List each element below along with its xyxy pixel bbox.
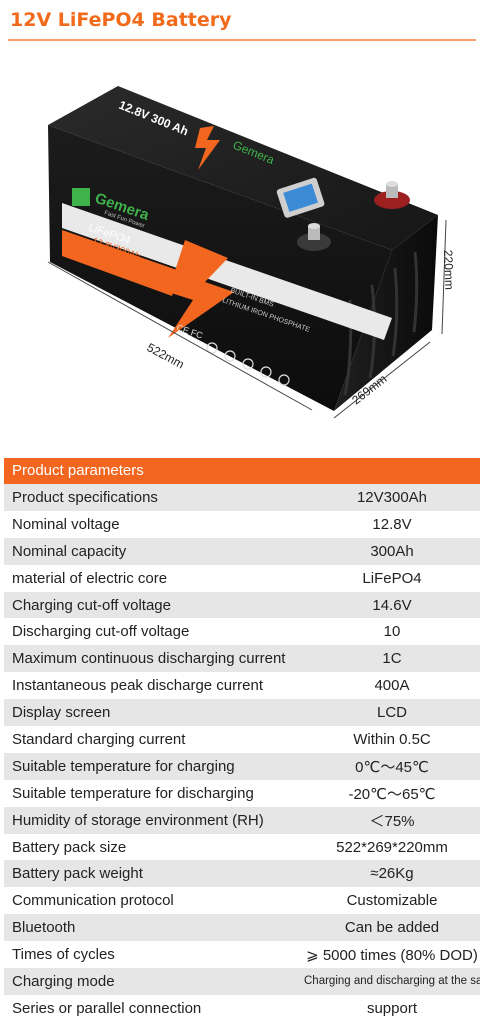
param-label: Series or parallel connection — [12, 999, 202, 1017]
param-value: 300Ah — [370, 542, 414, 560]
dimension-height: 220mm — [441, 250, 456, 290]
battery-side-face — [334, 215, 438, 411]
table-row: Series or parallel connection support — [4, 994, 480, 1022]
param-label: Display screen — [12, 704, 111, 722]
lcd-display — [276, 177, 325, 218]
param-label: Bluetooth — [12, 919, 76, 937]
param-label: Nominal voltage — [12, 515, 120, 533]
param-label: Charging cut-off voltage — [12, 596, 171, 614]
page-title: 12V LiFePO4 Battery — [10, 9, 232, 31]
title-divider — [8, 39, 476, 41]
param-value: 1C — [382, 650, 402, 668]
table-row: Display screen LCD — [4, 699, 480, 727]
brand-logo-icon — [72, 188, 90, 206]
param-label: Maximum continuous discharging current — [12, 650, 286, 668]
param-label: Instantaneous peak discharge current — [12, 677, 263, 695]
table-row: Humidity of storage environment (RH) ＜75% — [4, 806, 480, 834]
table-row: Battery pack size 522*269*220mm — [4, 833, 480, 861]
param-value: 0℃～45℃ — [355, 758, 429, 776]
param-label: Communication protocol — [12, 892, 174, 910]
param-value: LiFePO4 — [362, 569, 422, 587]
param-label: Times of cycles — [12, 946, 115, 964]
table-row: Nominal capacity 300Ah — [4, 537, 480, 565]
param-value: Can be added — [344, 919, 440, 937]
param-value: -20℃～65℃ — [348, 785, 436, 803]
param-value: 14.6V — [372, 596, 412, 614]
positive-terminal — [374, 181, 410, 209]
param-label: Suitable temperature for charging — [12, 757, 235, 775]
param-label: Product specifications — [12, 488, 158, 506]
param-value: 10 — [383, 623, 401, 641]
dimension-length: 522mm — [145, 340, 187, 371]
table-row: Maximum continuous discharging current 1C — [4, 645, 480, 673]
table-row: Instantaneous peak discharge current 400A — [4, 672, 480, 700]
param-label: Nominal capacity — [12, 542, 127, 560]
param-value: LCD — [376, 704, 407, 722]
table-row: Discharging cut-off voltage 10 — [4, 618, 480, 646]
product-parameters-table: Product parameters Product specification… — [4, 458, 480, 1022]
table-row: Suitable temperature for discharging -20℃… — [4, 779, 480, 807]
param-value: 400A — [374, 677, 410, 695]
param-label: material of electric core — [12, 569, 168, 587]
table-row: material of electric core LiFePO4 — [4, 564, 480, 592]
table-row: Charging cut-off voltage 14.6V — [4, 591, 480, 619]
negative-terminal — [297, 223, 331, 251]
param-label: Humidity of storage environment (RH) — [12, 811, 264, 829]
param-label: Battery pack size — [12, 838, 127, 856]
param-value: ＜75% — [369, 812, 415, 830]
param-value: ⩾ 5000 times (80% DOD) — [306, 946, 478, 964]
front-bolt-icon — [168, 240, 234, 338]
param-value: 12V300Ah — [356, 488, 428, 506]
table-row: Nominal voltage 12.8V — [4, 510, 480, 538]
battery-top-face — [48, 86, 438, 250]
param-label: Standard charging current — [12, 730, 186, 748]
table-row: Standard charging current Within 0.5C — [4, 726, 480, 753]
param-value: Charging and discharging at the same ter… — [304, 975, 480, 988]
table-row: Suitable temperature for charging 0℃～45℃ — [4, 752, 480, 780]
table-row: Charging mode Charging and discharging at… — [4, 968, 480, 995]
param-value: 12.8V — [372, 515, 412, 533]
top-bolt-icon — [195, 126, 220, 170]
battery-product-image: 12.8V 300 Ah Gemera Gemera Fast Fun Powe… — [47, 86, 456, 419]
param-value: Customizable — [346, 892, 438, 910]
table-row: Battery pack weight ≈26Kg — [4, 860, 480, 888]
param-value: ≈26Kg — [370, 865, 414, 883]
param-label: Battery pack weight — [12, 865, 143, 883]
param-label: Charging mode — [12, 972, 115, 990]
table-heading: Product parameters — [4, 458, 480, 484]
table-row: Product specifications 12V300Ah — [4, 484, 480, 511]
param-value: Within 0.5C — [353, 730, 431, 748]
table-row: Bluetooth Can be added — [4, 914, 480, 942]
table-row: Communication protocol Customizable — [4, 887, 480, 915]
param-value: support — [366, 999, 418, 1017]
dimension-lines — [47, 219, 447, 419]
table-row: Times of cycles ⩾ 5000 times (80% DOD) — [4, 941, 480, 969]
param-label: Discharging cut-off voltage — [12, 623, 190, 641]
param-label: Suitable temperature for discharging — [12, 784, 254, 802]
param-value: 522*269*220mm — [336, 838, 448, 856]
